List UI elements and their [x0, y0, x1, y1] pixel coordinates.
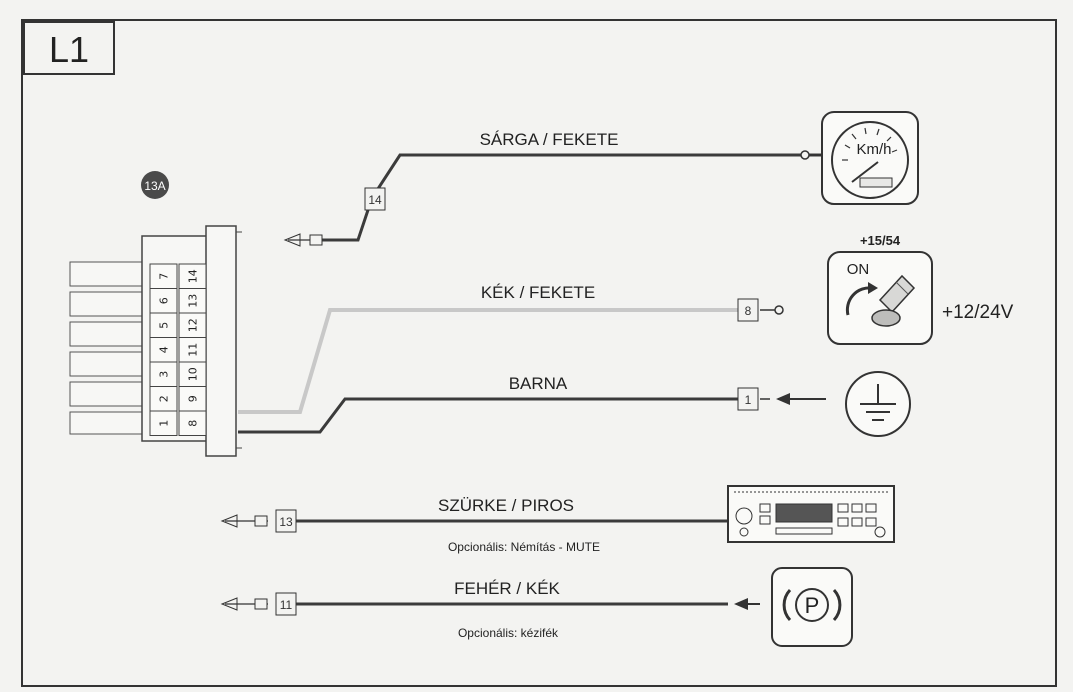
ignition-state: ON	[847, 261, 870, 278]
connector-badge: 13A	[141, 171, 169, 199]
connector-pin-number: 14	[187, 269, 200, 283]
ignition-key-icon: +15/54 ON	[827, 233, 933, 345]
wire-end-terminal-13	[220, 514, 268, 528]
pin-tag-1: 1	[737, 387, 759, 411]
connector-pin-cell	[149, 288, 178, 314]
wire-sarga-fekete	[318, 150, 822, 242]
wire-note-mute: Opcionális: Némítás - MUTE	[448, 540, 600, 554]
connector-id: 13A	[144, 179, 165, 193]
panel-frame	[21, 19, 1057, 687]
connector-pin-grid: 7 6 5 4 3 2 1 14 13 12 11 10 9 8	[149, 263, 207, 436]
connector-pin-number: 9	[187, 395, 200, 402]
svg-text:14: 14	[368, 193, 382, 207]
connector-pin-number: 5	[158, 322, 171, 329]
pin-tag-14: 14	[364, 187, 386, 211]
connector-pin-number: 4	[158, 346, 171, 353]
connector-pin-cell	[149, 410, 178, 436]
connector-pin-number: 10	[187, 367, 200, 381]
wire-barna	[238, 397, 770, 434]
connector-pin-cell	[178, 410, 207, 436]
connector-pin-number: 8	[187, 420, 200, 427]
connector-pin-cell	[178, 263, 207, 289]
parking-brake-icon: P	[734, 567, 853, 647]
connector-pin-cell	[178, 288, 207, 314]
car-radio-icon	[727, 485, 895, 543]
connector-pin-number: 6	[158, 297, 171, 304]
connector-pin-cell	[149, 263, 178, 289]
connector-pin-number: 7	[158, 273, 171, 280]
ignition-terminal: +15/54	[860, 233, 901, 248]
wire-kek-fekete	[238, 305, 784, 414]
connector-pin-number: 2	[158, 395, 171, 402]
connector-pin-number: 12	[187, 318, 200, 332]
parking-brake-letter: P	[805, 593, 820, 618]
svg-text:13: 13	[279, 515, 293, 529]
connector-pin-cell	[178, 386, 207, 412]
svg-text:8: 8	[745, 304, 752, 318]
connector-13a: 7 6 5 4 3 2 1 14 13 12 11 10 9 8	[69, 225, 242, 457]
connector-pin-cell	[149, 312, 178, 338]
wire-end-terminal-11	[220, 597, 268, 611]
pin-tag-13: 13	[275, 509, 297, 533]
connector-pin-cell	[178, 312, 207, 338]
wire-end-terminal-14	[283, 233, 323, 247]
ground-icon	[776, 371, 911, 437]
connector-pin-number: 1	[158, 420, 171, 427]
connector-pin-number: 11	[187, 343, 200, 357]
panel-id: L1	[49, 29, 89, 70]
wire-label-sarga-fekete: SÁRGA / FEKETE	[480, 130, 619, 149]
speedometer-icon: Km/h	[821, 111, 919, 205]
pin-tag-8: 8	[737, 298, 759, 322]
connector-pin-cell	[149, 361, 178, 387]
connector-pin-cell	[149, 386, 178, 412]
pin-tag-11: 11	[275, 592, 297, 616]
speedometer-unit: Km/h	[856, 141, 891, 158]
connector-pin-number: 3	[158, 371, 171, 378]
connector-pin-cell	[178, 337, 207, 363]
svg-text:11: 11	[280, 598, 293, 612]
wire-label-barna: BARNA	[509, 374, 568, 393]
wire-label-szurke-piros: SZÜRKE / PIROS	[438, 496, 574, 515]
wire-label-feher-kek: FEHÉR / KÉK	[454, 579, 560, 598]
panel-id-box: L1	[23, 21, 115, 75]
connector-pin-number: 13	[187, 294, 200, 308]
wire-note-handbrake: Opcionális: kézifék	[458, 626, 559, 640]
ignition-voltage: +12/24V	[942, 302, 1014, 323]
connector-pin-cell	[149, 337, 178, 363]
wire-label-kek-fekete: KÉK / FEKETE	[481, 283, 595, 302]
svg-text:1: 1	[745, 393, 752, 407]
